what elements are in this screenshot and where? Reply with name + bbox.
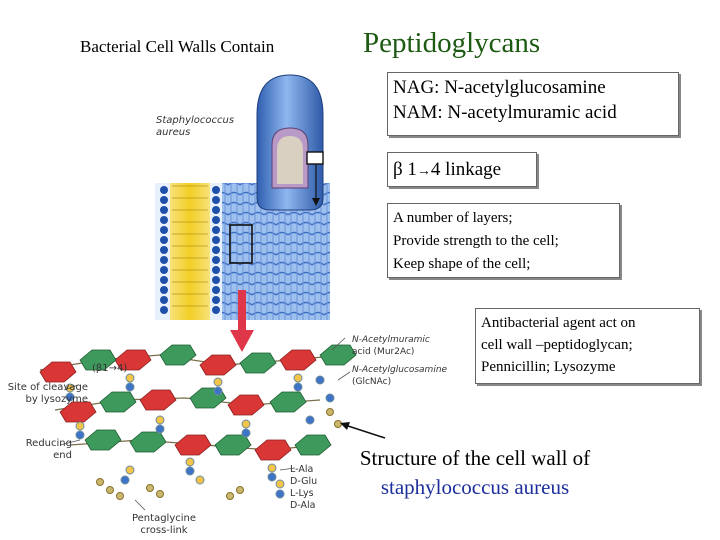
cleavage-label: Site of cleavage by lysozyme — [7, 382, 88, 405]
reducing-end-label: Reducing end — [25, 438, 72, 461]
bacterium-icon — [256, 74, 324, 211]
organism-label: Staphylococcus aureus — [156, 115, 235, 138]
nam-label: N-Acetylmuramic acid (Mur2Ac) — [352, 335, 430, 357]
zoom-arrow — [230, 290, 254, 352]
page-title: Peptidoglycans — [363, 27, 541, 59]
beta-symbol: β — [393, 159, 403, 180]
nam-definition: NAM: N-acetylmuramic acid — [393, 102, 617, 123]
nag-definition: NAG: N-acetylglucosamine — [393, 77, 606, 98]
linkage-box: β 1→4 linkage — [387, 152, 537, 187]
nag-label: N-Acetylglucosamine (GlcNAc) — [352, 365, 448, 387]
zoom-box — [229, 224, 253, 264]
amino-acid-labels: L-Ala D-Glu L-Lys D-Ala — [290, 464, 318, 511]
title-prefix: Bacterial Cell Walls Contain — [80, 37, 275, 56]
definitions-box: NAG: N-acetylglucosamine NAM: N-acetylmu… — [387, 72, 679, 136]
caption-pointer — [340, 422, 386, 439]
peptidoglycan-network — [39, 337, 357, 511]
figure-caption: Structure of the cell wall of staphyloco… — [359, 446, 591, 499]
layers-box: A number of layers; Provide strength to … — [387, 203, 620, 278]
right-arrow-icon: → — [416, 164, 431, 179]
pentaglycine-label: Pentaglycine cross-link — [131, 513, 197, 536]
antibiotic-box: Antibacterial agent act on cell wall –pe… — [475, 308, 700, 384]
beta-link-label: (β1→4) — [92, 363, 128, 374]
